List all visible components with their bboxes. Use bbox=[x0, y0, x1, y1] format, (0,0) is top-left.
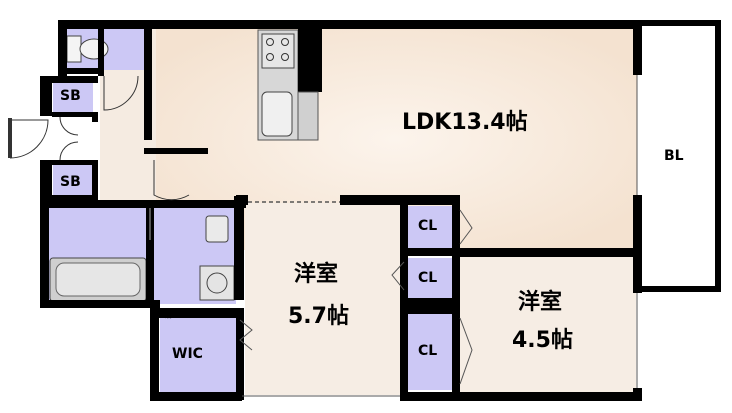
toilet-door-swing bbox=[103, 75, 139, 111]
washing-machine bbox=[199, 265, 235, 301]
western-room-b-floor bbox=[458, 255, 636, 395]
washing-drum-icon bbox=[206, 272, 228, 294]
burner-icon bbox=[281, 53, 289, 61]
cl-3-door-fold bbox=[459, 317, 473, 385]
balcony-floor bbox=[640, 24, 716, 288]
cl-3-floor bbox=[408, 314, 454, 390]
ldk-label: LDK13.4帖 bbox=[402, 110, 528, 135]
toilet-tank bbox=[66, 35, 82, 63]
wic-label: WIC bbox=[172, 346, 203, 362]
sb-bottom-floor bbox=[53, 165, 93, 197]
wic-floor bbox=[160, 318, 238, 394]
cl-1-floor bbox=[408, 206, 454, 250]
sb-top-label: SB bbox=[60, 88, 81, 104]
cl-2-label: CL bbox=[418, 270, 438, 286]
entrance-door-leaf bbox=[8, 118, 12, 158]
shelf-label: 棚 bbox=[163, 310, 173, 320]
western-room-a-floor bbox=[245, 203, 403, 395]
kitchen-sink bbox=[261, 91, 293, 137]
kitchen-side-panel bbox=[297, 91, 319, 141]
western-room-b-size: 4.5帖 bbox=[512, 328, 573, 353]
western-room-b-name: 洋室 bbox=[518, 290, 563, 315]
burner-icon bbox=[281, 38, 289, 46]
bathtub-inner bbox=[55, 262, 141, 297]
balcony-label: BL bbox=[664, 148, 684, 164]
wic-door-fold bbox=[239, 319, 253, 351]
entrance-door-swing bbox=[9, 119, 49, 159]
cl-1-label: CL bbox=[418, 218, 438, 234]
kitchen-wall bbox=[298, 28, 322, 92]
stove bbox=[261, 33, 295, 69]
sb-bottom-door-swing bbox=[59, 141, 79, 161]
cl-2-door-fold bbox=[391, 261, 405, 291]
ldk-door-swing bbox=[153, 160, 190, 201]
sb-top-door-swing bbox=[59, 116, 79, 136]
sb-bottom-label: SB bbox=[60, 174, 81, 190]
cl-3-label: CL bbox=[418, 343, 438, 359]
cl-1-door-fold bbox=[459, 209, 473, 245]
burner-icon bbox=[266, 53, 274, 61]
cl-2-floor bbox=[408, 258, 454, 298]
washbasin bbox=[205, 215, 229, 243]
sb-top-floor bbox=[53, 80, 93, 112]
western-room-a-size: 5.7帖 bbox=[288, 304, 349, 329]
walls bbox=[40, 20, 721, 401]
western-room-a-name: 洋室 bbox=[294, 262, 339, 287]
burner-icon bbox=[266, 38, 274, 46]
